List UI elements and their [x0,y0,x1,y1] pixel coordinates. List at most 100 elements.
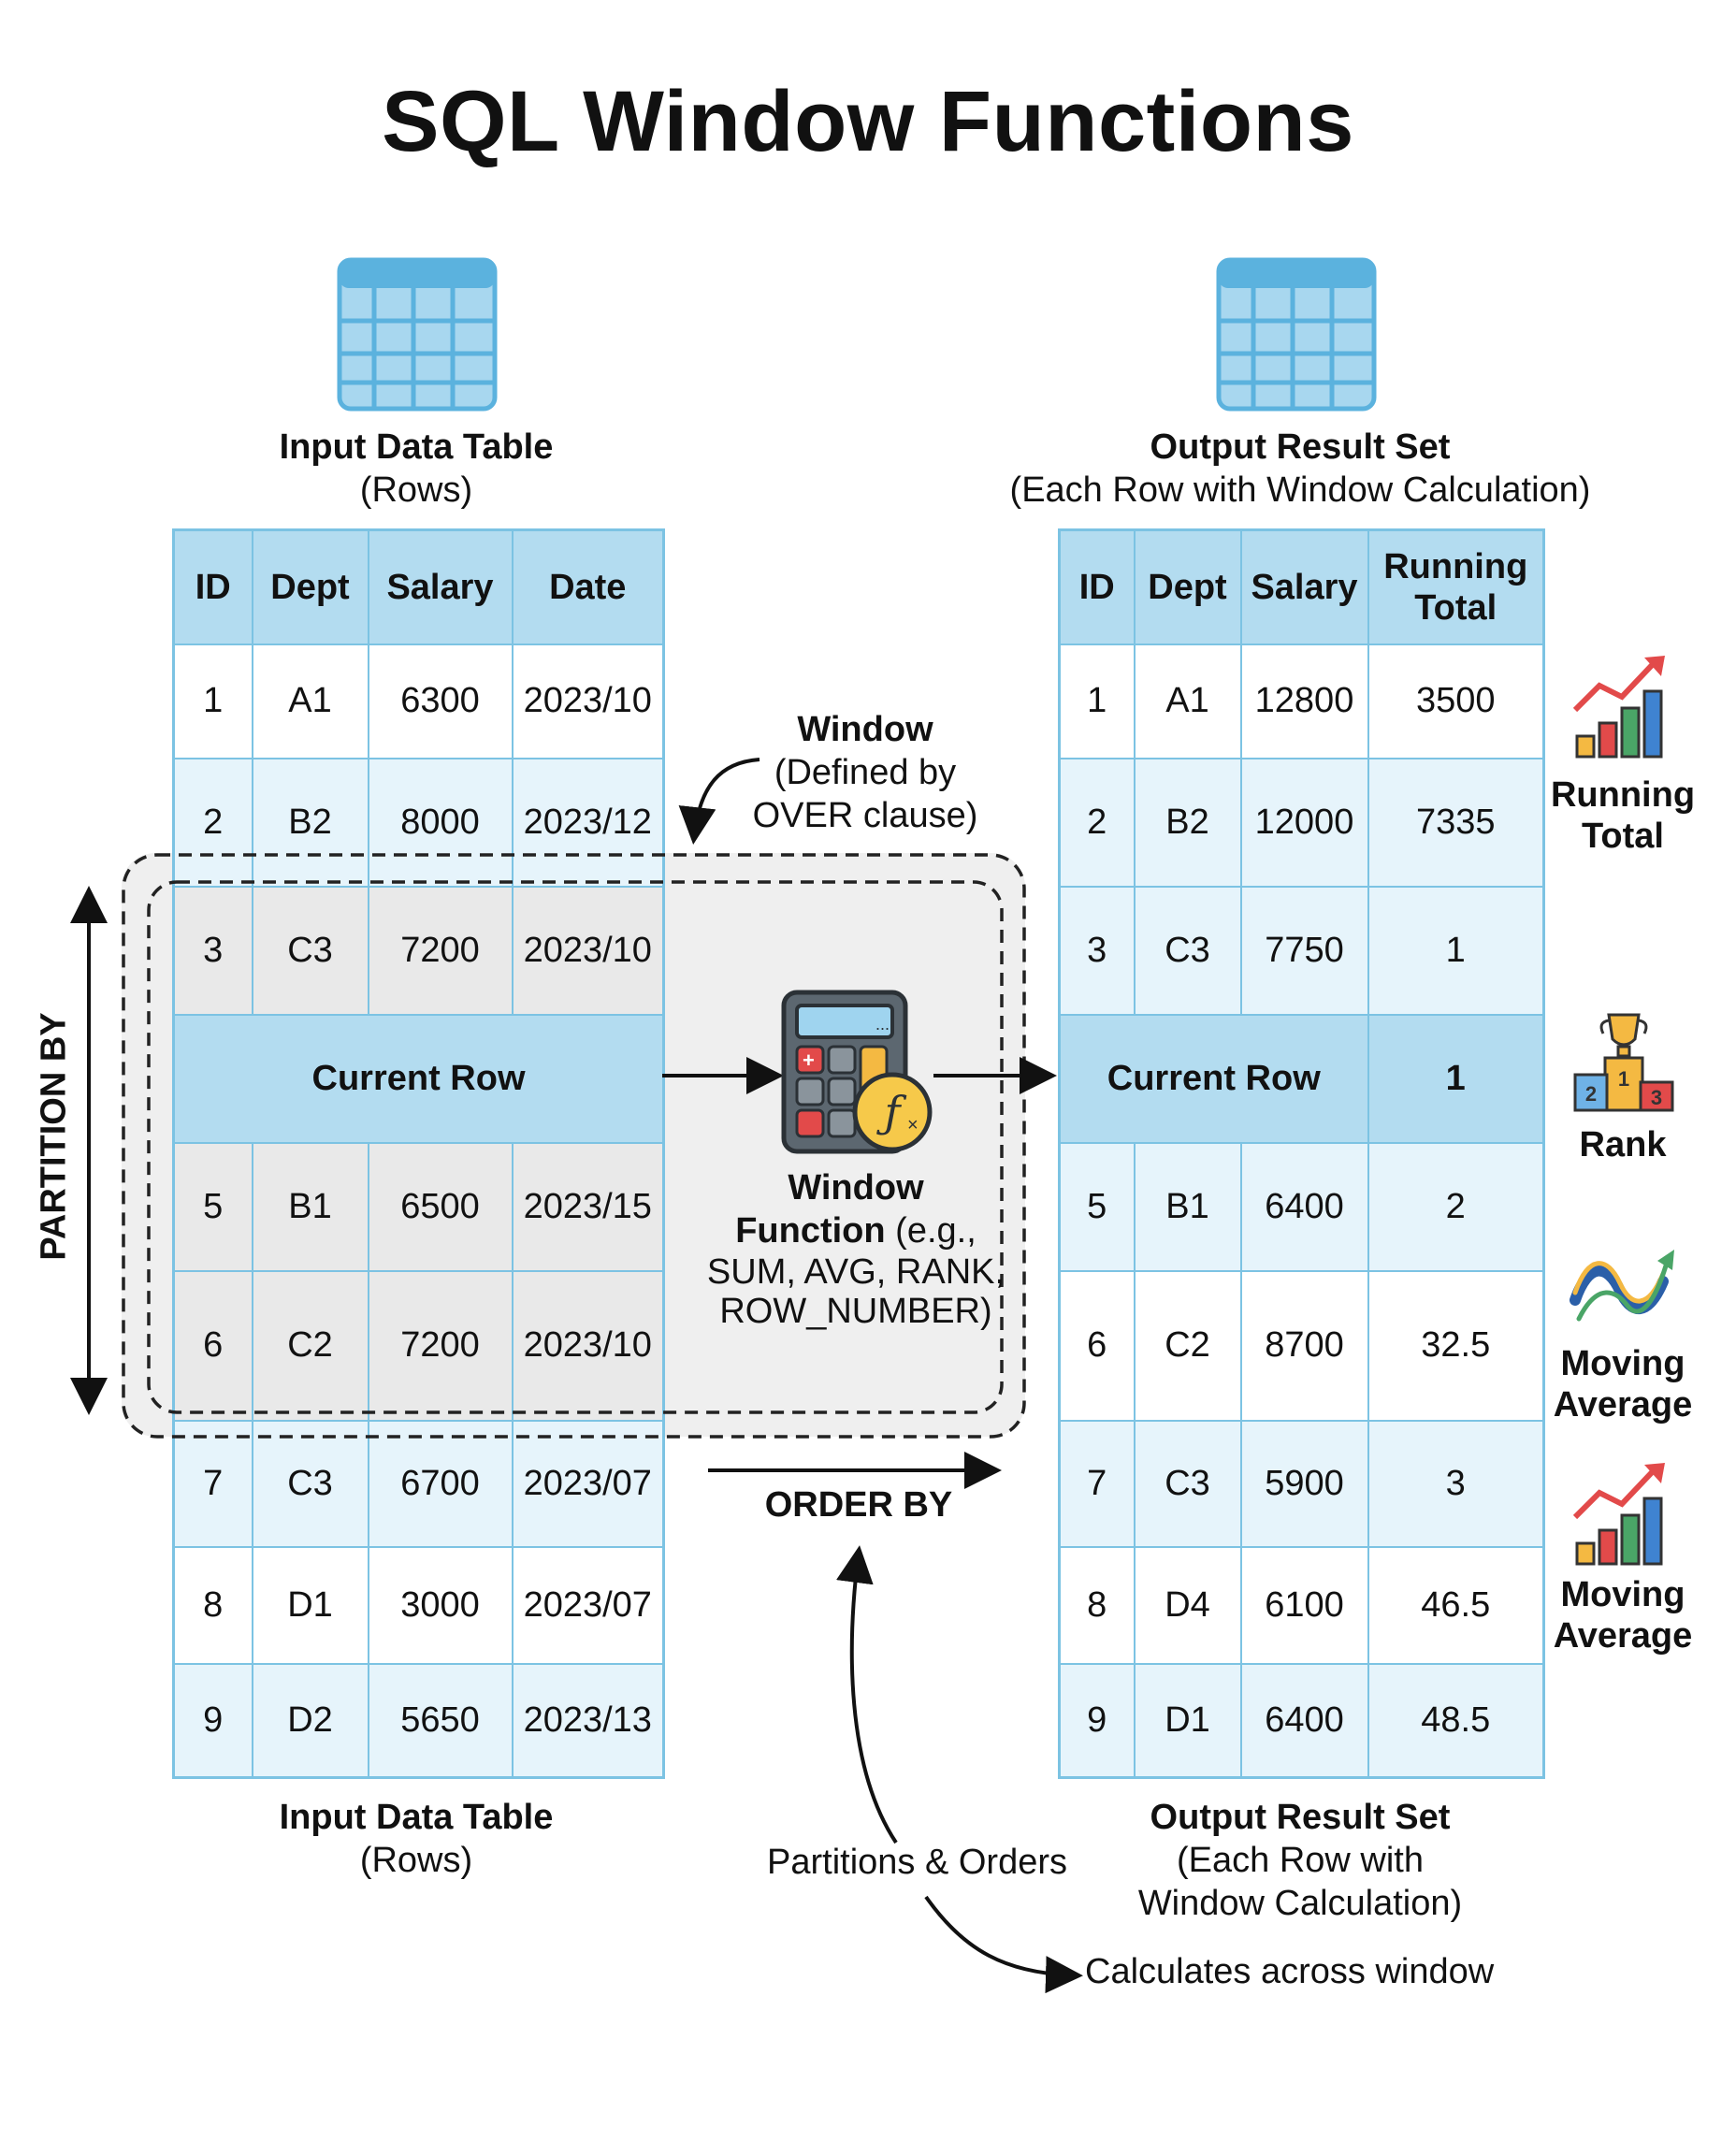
cell: 3000 [367,1545,514,1665]
window-note: Window (Defined by OVER clause) [720,708,1010,837]
cell: 48.5 [1367,1662,1545,1779]
table-row: 2 B2 8000 2023/12 [172,757,665,888]
table-row: 6 C2 8700 32.5 [1058,1269,1545,1422]
table-row: 7 C3 5900 3 [1058,1419,1545,1548]
output-caption: Output Result Set (Each Row with Window … [973,426,1628,512]
output-caption-title: Output Result Set [1150,427,1451,467]
order-by-label: ORDER BY [764,1485,953,1525]
window-note-title: Window [797,710,933,749]
cell: 1 [172,643,253,759]
moving-average-1-line2: Average [1553,1385,1693,1425]
cell: 8 [1058,1545,1136,1665]
partitions-orders-note: Partitions & Orders [767,1843,1067,1882]
calculates-arrow [924,1895,1083,1994]
table-row: 9 D2 5650 2023/13 [172,1662,665,1779]
output-table-icon [1216,257,1377,412]
output-header-row: ID Dept Salary Running Total [1058,528,1545,645]
input-caption: Input Data Table (Rows) [187,426,645,512]
cell: 9 [172,1662,253,1779]
cell: 2 [172,757,253,888]
cell: 2023/12 [511,757,665,888]
cell: 1 [1058,643,1136,759]
cell: B2 [1133,757,1242,888]
window-function-examples2: SUM, AVG, RANK, [706,1252,1005,1292]
output-table: ID Dept Salary Running Total 1 A1 12800 … [1058,528,1545,1779]
cell: 2023/10 [511,885,665,1016]
input-header-id: ID [172,528,253,645]
current-row-value: 1 [1367,1013,1545,1144]
partitions-orders-arrow [836,1545,898,1844]
cell: 3 [172,885,253,1016]
cell: 7 [172,1419,253,1548]
cell: 7750 [1239,885,1369,1016]
input-table: ID Dept Salary Date 1 A1 6300 2023/10 2 … [172,528,665,1779]
calculator-function-icon: ... + ƒ × [781,990,933,1154]
cell: B1 [1133,1141,1242,1272]
window-note-line2: (Defined by [774,753,957,792]
window-function-examples3: ROW_NUMBER) [719,1292,992,1331]
running-total-line1: Running [1550,775,1696,815]
current-row-label: Current Row [172,1013,665,1144]
podium-second: 2 [1585,1082,1597,1106]
cell: 2023/07 [511,1545,665,1665]
cell: 8000 [367,757,514,888]
cell: 5900 [1239,1419,1369,1548]
input-header-date: Date [511,528,665,645]
output-header-running-total: Running Total [1367,528,1545,645]
output-header-salary: Salary [1239,528,1369,645]
cell: 6 [1058,1269,1136,1422]
cell: 2023/10 [511,1269,665,1422]
moving-average-side-label-1: Moving Average [1539,1343,1707,1425]
input-header-salary: Salary [367,528,514,645]
cell: 2 [1058,757,1136,888]
table-row: 8 D4 6100 46.5 [1058,1545,1545,1665]
svg-text:×: × [907,1115,919,1135]
cell: 2023/15 [511,1141,665,1272]
running-total-side-label: Running Total [1539,774,1707,857]
output-header-dept: Dept [1133,528,1242,645]
current-row-label: Current Row [1058,1013,1369,1144]
table-row: 2 B2 12000 7335 [1058,757,1545,888]
bottom-input-caption-title: Input Data Table [279,1798,554,1837]
window-function-title2: Function [735,1211,886,1251]
podium-first: 1 [1618,1067,1629,1091]
cell: 7 [1058,1419,1136,1548]
cell: C2 [1133,1269,1242,1422]
table-row: 7 C3 6700 2023/07 [172,1419,665,1548]
cell: B1 [251,1141,369,1272]
bottom-input-caption-subtitle: (Rows) [359,1841,473,1880]
cell: 7335 [1367,757,1545,888]
cell: 12000 [1239,757,1369,888]
cell: 6700 [367,1419,514,1548]
input-caption-title: Input Data Table [279,427,554,467]
svg-text:+: + [803,1049,815,1072]
growth-chart-icon-2 [1572,1463,1665,1566]
cell: 7200 [367,1269,514,1422]
cell: D1 [1133,1662,1242,1779]
moving-average-2-line1: Moving [1560,1575,1685,1614]
bottom-output-caption-line3: Window Calculation) [1137,1884,1463,1923]
cell: B2 [251,757,369,888]
output-header-id: ID [1058,528,1136,645]
cell: D4 [1133,1545,1242,1665]
cell: 12800 [1239,643,1369,759]
input-header-dept: Dept [251,528,369,645]
bottom-input-caption: Input Data Table (Rows) [187,1796,645,1882]
cell: 5 [1058,1141,1136,1272]
moving-average-side-label-2: Moving Average [1539,1574,1707,1656]
table-row: 3 C3 7750 1 [1058,885,1545,1016]
table-row: 6 C2 7200 2023/10 [172,1269,665,1422]
table-row: 5 B1 6400 2 [1058,1141,1545,1272]
moving-average-1-line1: Moving [1560,1344,1685,1383]
window-note-line3: OVER clause) [752,796,978,835]
cell: 32.5 [1367,1269,1545,1422]
cell: 6300 [367,643,514,759]
cell: 5 [172,1141,253,1272]
table-row: 5 B1 6500 2023/15 [172,1141,665,1272]
calculates-across-note: Calculates across window [1085,1952,1495,1991]
input-caption-subtitle: (Rows) [359,470,473,510]
current-row: Current Row [172,1013,665,1144]
table-row: 3 C3 7200 2023/10 [172,885,665,1016]
trophy-podium-icon: 1 2 3 [1573,1013,1674,1112]
podium-third: 3 [1651,1086,1662,1109]
